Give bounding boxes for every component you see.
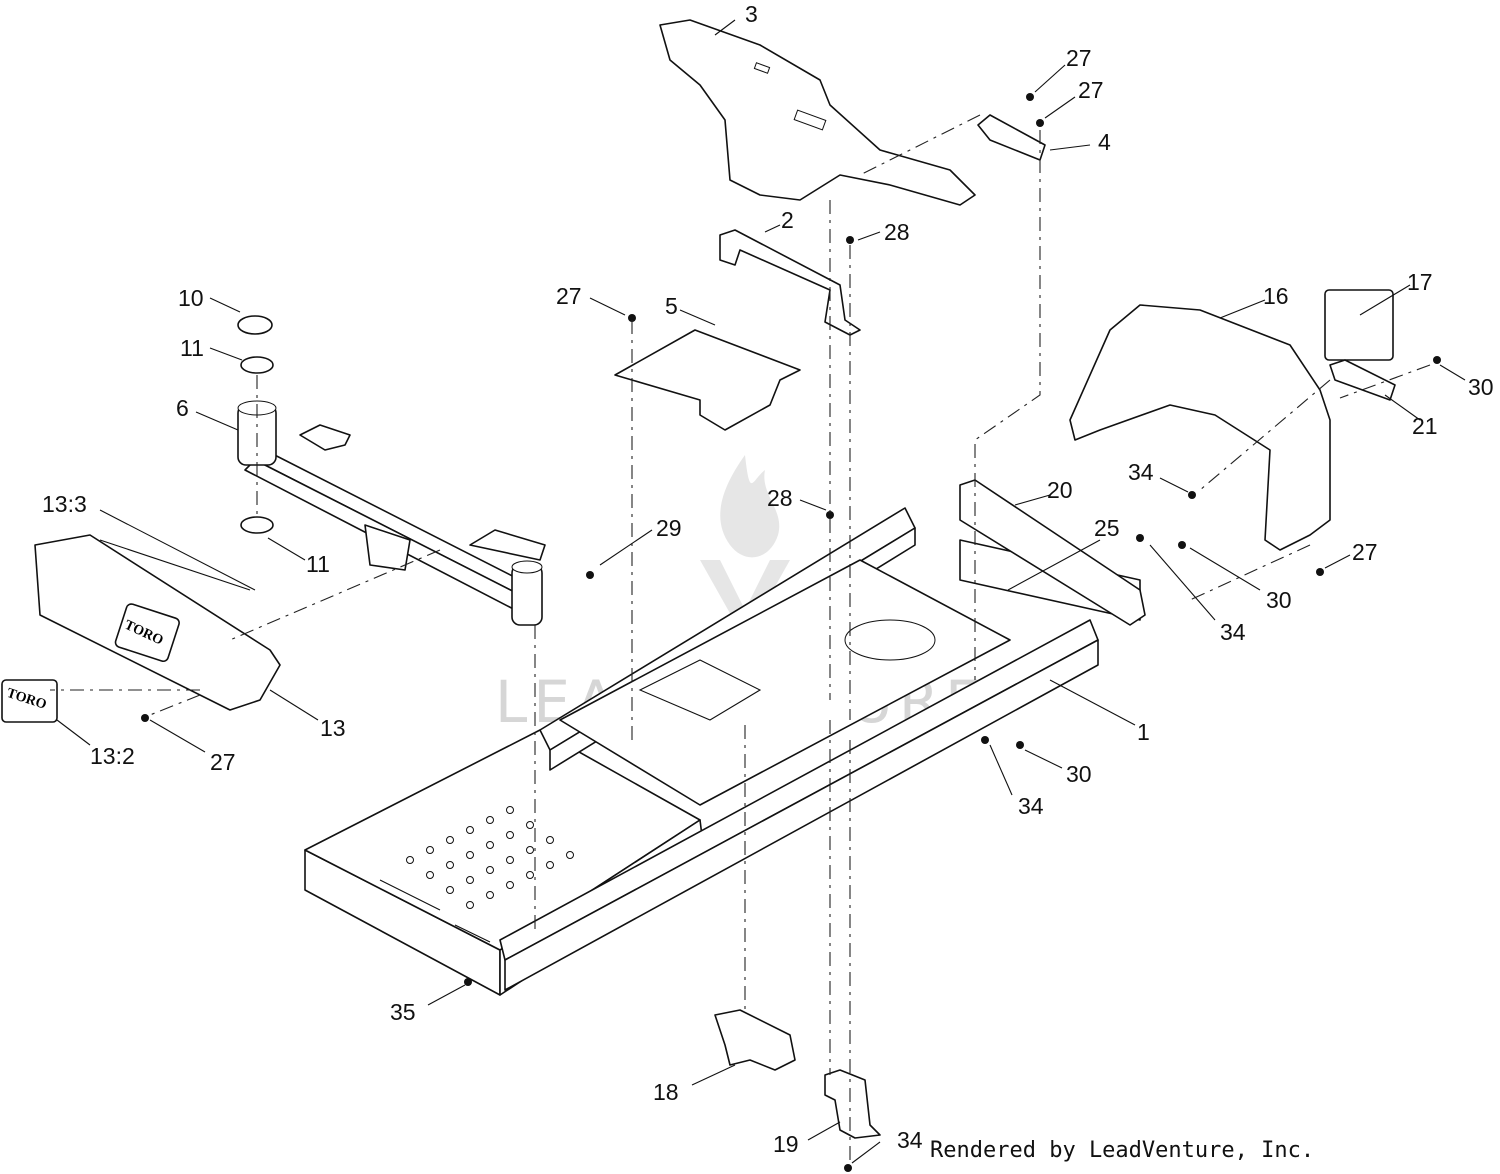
cap-10 <box>237 315 273 335</box>
callout-21: 21 <box>1412 413 1438 439</box>
callout-20: 20 <box>1047 477 1073 503</box>
bracket-18 <box>714 1009 796 1071</box>
callout-16: 16 <box>1263 283 1289 309</box>
callout-11: 11 <box>306 551 330 577</box>
bushing-11-bottom <box>240 516 274 534</box>
render-credit: Rendered by LeadVenture, Inc. <box>930 1138 1315 1163</box>
callout-27: 27 <box>210 749 236 775</box>
callout-3: 3 <box>745 1 758 27</box>
callout-6: 6 <box>176 395 189 421</box>
main-frame <box>304 507 1141 996</box>
callout-19: 19 <box>773 1131 799 1157</box>
callout-2: 2 <box>781 207 794 233</box>
callout-27: 27 <box>1078 77 1104 103</box>
callout-34: 34 <box>1018 793 1044 819</box>
fasteners <box>141 93 1441 1172</box>
callout-30: 30 <box>1066 761 1092 787</box>
callouts: 3 27 27 4 2 28 27 5 10 11 6 11 13:3 29 2… <box>42 1 1494 1157</box>
callout-11: 11 <box>180 335 204 361</box>
callout-1: 1 <box>1137 719 1150 745</box>
callout-5: 5 <box>665 293 678 319</box>
leader-lines <box>56 19 1466 1164</box>
callout-30: 30 <box>1266 587 1292 613</box>
callout-13-2: 13:2 <box>90 743 135 769</box>
bracket-4 <box>977 114 1046 161</box>
callout-34: 34 <box>1220 619 1246 645</box>
front-axle <box>237 400 546 626</box>
bracket-19 <box>824 1069 881 1139</box>
callout-18: 18 <box>653 1079 679 1105</box>
assembly-lines <box>50 114 1431 1165</box>
bracket-2 <box>719 229 861 336</box>
callout-34: 34 <box>897 1127 923 1153</box>
decal-17 <box>1324 289 1394 361</box>
callout-17: 17 <box>1407 269 1433 295</box>
callout-25: 25 <box>1094 515 1120 541</box>
rear-guard <box>1069 304 1331 551</box>
callout-28: 28 <box>767 485 793 511</box>
bracket-21 <box>1329 359 1396 401</box>
plate-5 <box>614 329 801 431</box>
callout-34: 34 <box>1128 459 1154 485</box>
callout-30: 30 <box>1468 374 1494 400</box>
callout-29: 29 <box>656 515 682 541</box>
callout-13: 13 <box>320 715 346 741</box>
front-cover: TORO <box>34 534 281 711</box>
callout-4: 4 <box>1098 129 1111 155</box>
callout-28: 28 <box>884 219 910 245</box>
callout-13-3: 13:3 <box>42 491 87 517</box>
bushing-11-top <box>240 356 274 374</box>
callout-27: 27 <box>556 283 582 309</box>
callout-27: 27 <box>1066 45 1092 71</box>
decal-13-2: TORO <box>1 679 58 723</box>
seat-mount-plate <box>659 19 976 206</box>
callout-10: 10 <box>178 285 204 311</box>
callout-27: 27 <box>1352 539 1378 565</box>
callout-35: 35 <box>390 999 416 1025</box>
flame-logo-icon <box>720 455 780 558</box>
